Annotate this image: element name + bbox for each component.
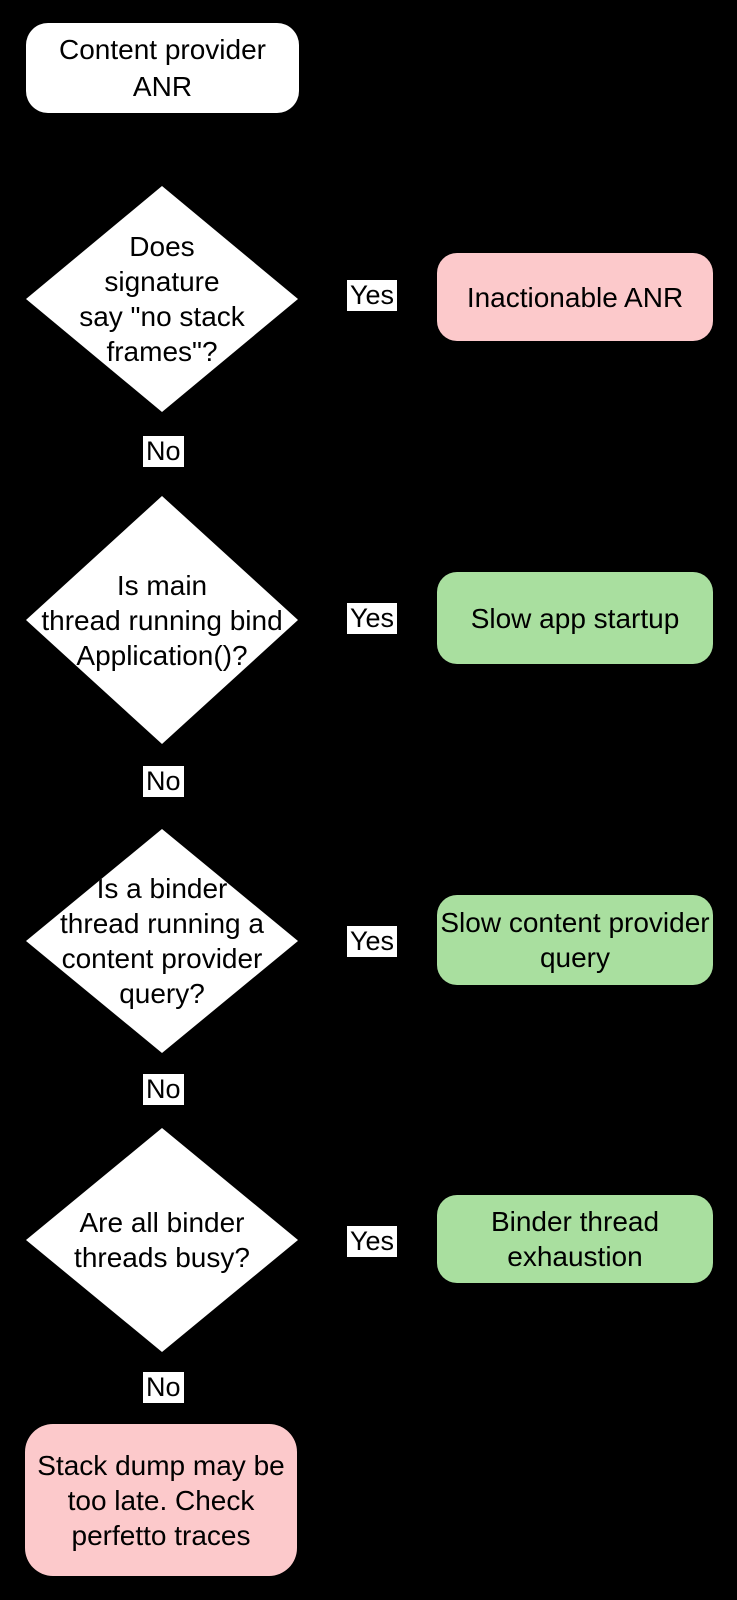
edge-label-no-4: No	[143, 1372, 184, 1403]
decision-diamond-all-binder-threads-busy: Are all binder threads busy?	[26, 1128, 298, 1352]
outcome-node-slow-content-provider-query: Slow content provider query	[437, 895, 713, 985]
outcome-node-inactionable-anr: Inactionable ANR	[437, 253, 713, 341]
edge-label-no-3: No	[143, 1074, 184, 1105]
decision-diamond-main-thread-bind-application: Is main thread running bind Application(…	[26, 496, 298, 744]
outcome-node-slow-app-startup: Slow app startup	[437, 572, 713, 664]
start-node-content-provider-anr: Content provider ANR	[26, 23, 299, 113]
edge-label-yes-4: Yes	[347, 1226, 398, 1257]
edge-label-yes-1: Yes	[347, 280, 398, 311]
outcome-node-binder-thread-exhaustion: Binder thread exhaustion	[437, 1195, 713, 1283]
edge-label-yes-2: Yes	[347, 603, 398, 634]
terminal-node-stack-dump-too-late: Stack dump may be too late. Check perfet…	[25, 1424, 297, 1576]
edge-label-yes-3: Yes	[347, 926, 398, 957]
decision-diamond-no-stack-frames: Does signature say "no stack frames"?	[26, 186, 298, 412]
edge-label-no-1: No	[143, 436, 184, 467]
decision-diamond-binder-thread-content-provider-query: Is a binder thread running a content pro…	[26, 829, 298, 1053]
edge-label-no-2: No	[143, 766, 184, 797]
